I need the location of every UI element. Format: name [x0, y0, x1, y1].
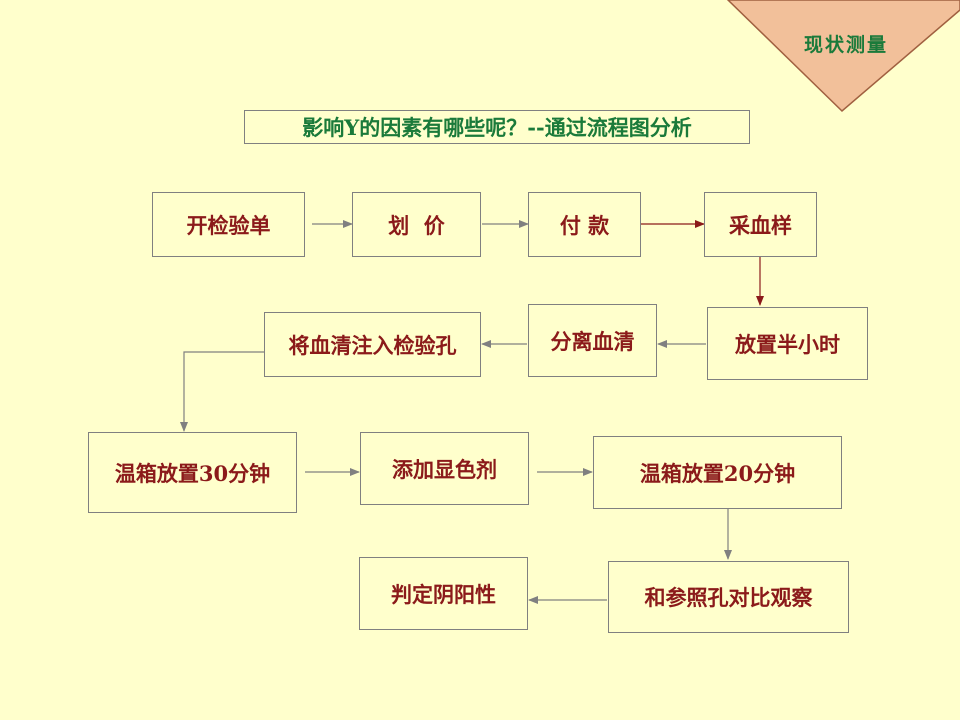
step-payment: 付 款 [528, 192, 641, 257]
arrow-step7-step8 [180, 351, 264, 432]
slide-title: 影响Y的因素有哪些呢？--通过流程图分析 [244, 110, 750, 144]
corner-triangle [726, 0, 960, 113]
step-inject-serum: 将血清注入检验孔 [264, 312, 481, 377]
step-blood-sampling: 采血样 [704, 192, 817, 257]
step-open-test-order: 开检验单 [152, 192, 305, 257]
step-separate-serum: 分离血清 [528, 304, 657, 377]
step-determine-result: 判定阴阳性 [359, 557, 528, 630]
step-pricing: 划 价 [352, 192, 481, 257]
step-add-chromogen: 添加显色剂 [360, 432, 529, 505]
step-compare-reference: 和参照孔对比观察 [608, 561, 849, 633]
step-incubate-20min: 温箱放置20分钟 [593, 436, 842, 509]
step-incubate-30min: 温箱放置30分钟 [88, 432, 297, 513]
step-stand-half-hour: 放置半小时 [707, 307, 868, 380]
section-label: 现状测量 [803, 34, 888, 56]
